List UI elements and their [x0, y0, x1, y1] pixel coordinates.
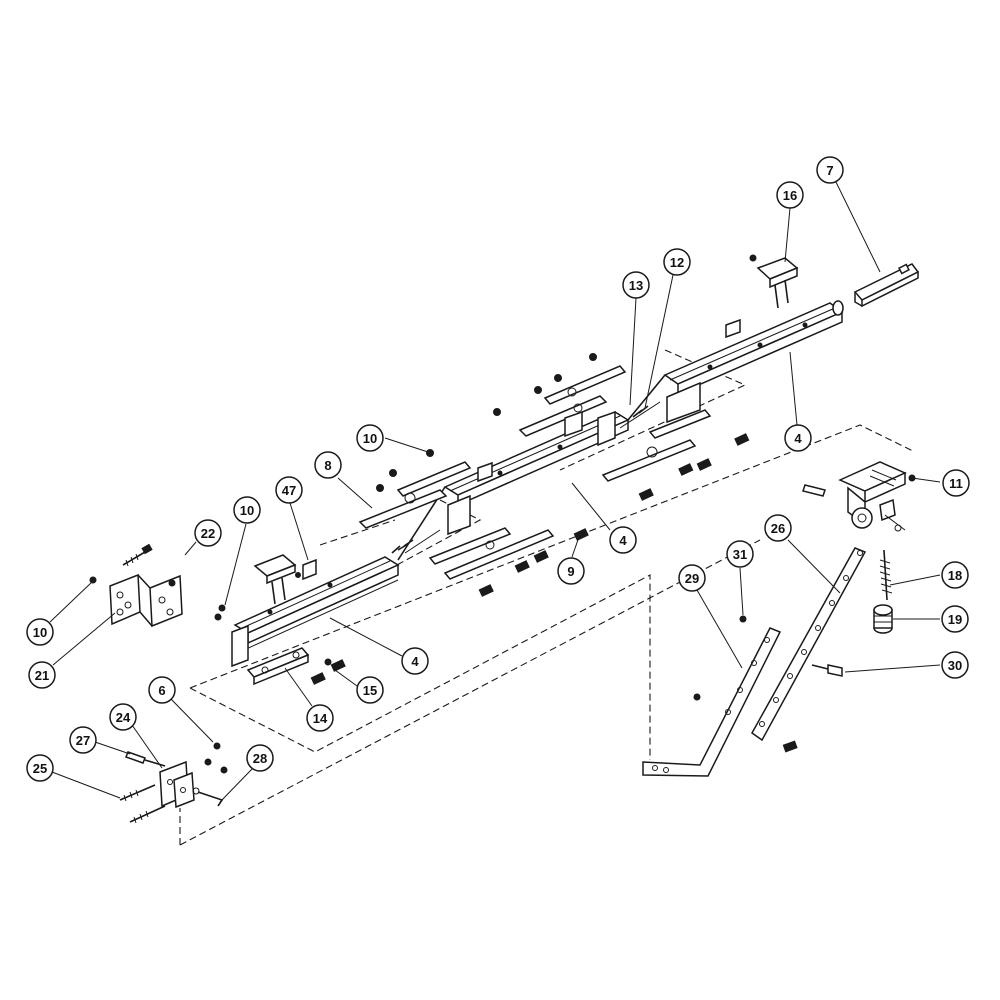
- callout-4-middle: 4: [609, 526, 637, 554]
- svg-text:15: 15: [363, 683, 377, 698]
- svg-text:30: 30: [948, 658, 962, 673]
- part-16b-tab: [725, 318, 741, 339]
- svg-text:16: 16: [783, 188, 797, 203]
- leader-lines: [49, 179, 941, 803]
- callout-9: 9: [557, 557, 585, 585]
- part-14-plate: [246, 647, 310, 686]
- part-11-trolley: [838, 461, 916, 529]
- part-31-nut: [739, 615, 747, 623]
- callout-10-header: 10: [26, 618, 54, 646]
- callout-24: 24: [109, 703, 137, 731]
- part-10-nut-front-b: [214, 613, 222, 621]
- callout-4-front: 4: [401, 647, 429, 675]
- part-arm-nut: [693, 693, 701, 701]
- svg-text:10: 10: [240, 503, 254, 518]
- callout-16: 16: [776, 181, 804, 209]
- part-22-lag-screw: [122, 543, 176, 587]
- svg-text:47: 47: [282, 483, 296, 498]
- svg-text:10: 10: [363, 431, 377, 446]
- callout-12: 12: [663, 248, 691, 276]
- svg-text:27: 27: [76, 733, 90, 748]
- svg-text:26: 26: [771, 521, 785, 536]
- part-arm-bolt: [782, 740, 798, 753]
- svg-text:24: 24: [116, 710, 131, 725]
- callout-25: 25: [26, 754, 54, 782]
- part-25-screws: [119, 784, 166, 824]
- part-7-rear-bracket: [853, 263, 920, 308]
- part-11b-pin: [802, 484, 906, 532]
- splice-plates-front: [358, 461, 555, 580]
- svg-text:9: 9: [567, 564, 574, 579]
- svg-text:4: 4: [411, 654, 419, 669]
- callout-11: 11: [942, 469, 970, 497]
- callout-19: 19: [941, 605, 969, 633]
- callout-4-rear: 4: [784, 424, 812, 452]
- svg-text:11: 11: [949, 476, 963, 491]
- part-27-pin: [125, 751, 166, 767]
- callout-21: 21: [28, 661, 56, 689]
- callout-10-front: 10: [233, 496, 261, 524]
- part-6-nuts: [204, 742, 228, 774]
- svg-text:31: 31: [733, 547, 747, 562]
- svg-text:7: 7: [826, 163, 833, 178]
- callout-29: 29: [678, 564, 706, 592]
- svg-text:29: 29: [685, 571, 699, 586]
- svg-text:8: 8: [324, 458, 331, 473]
- callout-14: 14: [306, 704, 334, 732]
- part-21-header-bracket: [109, 573, 183, 628]
- svg-text:10: 10: [33, 625, 47, 640]
- part-18-spring: [879, 549, 893, 601]
- svg-text:22: 22: [201, 526, 215, 541]
- rail-section-rear: [663, 300, 844, 424]
- callout-6: 6: [148, 676, 176, 704]
- callout-28: 28: [246, 744, 274, 772]
- svg-text:21: 21: [35, 668, 49, 683]
- part-19-roller: [873, 604, 893, 634]
- callout-8: 8: [314, 451, 342, 479]
- callout-27: 27: [69, 726, 97, 754]
- callout-7: 7: [816, 156, 844, 184]
- part-47-clip: [253, 554, 317, 605]
- callout-47: 47: [275, 476, 303, 504]
- svg-text:6: 6: [158, 683, 165, 698]
- part-24-door-bracket: [159, 760, 195, 809]
- callout-18: 18: [941, 561, 969, 589]
- nuts-and-bolts-rear: [376, 353, 750, 597]
- part-16-clip: [749, 254, 799, 309]
- callout-22: 22: [194, 519, 222, 547]
- part-30-bolt: [811, 664, 843, 677]
- callout-26: 26: [764, 514, 792, 542]
- callout-15: 15: [356, 676, 384, 704]
- callout-31: 31: [726, 540, 754, 568]
- splice-plates-rear: [518, 365, 712, 482]
- rail-section-front: [231, 556, 400, 668]
- part-15-bolt: [310, 658, 346, 685]
- svg-text:4: 4: [619, 533, 627, 548]
- svg-text:13: 13: [629, 278, 643, 293]
- part-10-nut-front: [218, 604, 226, 612]
- callout-30: 30: [941, 651, 969, 679]
- svg-text:19: 19: [948, 612, 962, 627]
- svg-text:12: 12: [670, 255, 684, 270]
- callout-10-middle: 10: [356, 424, 384, 452]
- drive-chain: [391, 374, 666, 561]
- svg-text:14: 14: [313, 711, 328, 726]
- svg-text:25: 25: [33, 761, 47, 776]
- callout-13: 13: [622, 271, 650, 299]
- svg-text:4: 4: [794, 431, 802, 446]
- part-26-straight-arm: [751, 547, 867, 742]
- part-10-nut-header: [89, 576, 97, 584]
- svg-text:18: 18: [948, 568, 962, 583]
- part-28-clip-pin: [192, 787, 224, 807]
- part-29-curved-arm: [642, 627, 782, 777]
- svg-text:28: 28: [253, 751, 267, 766]
